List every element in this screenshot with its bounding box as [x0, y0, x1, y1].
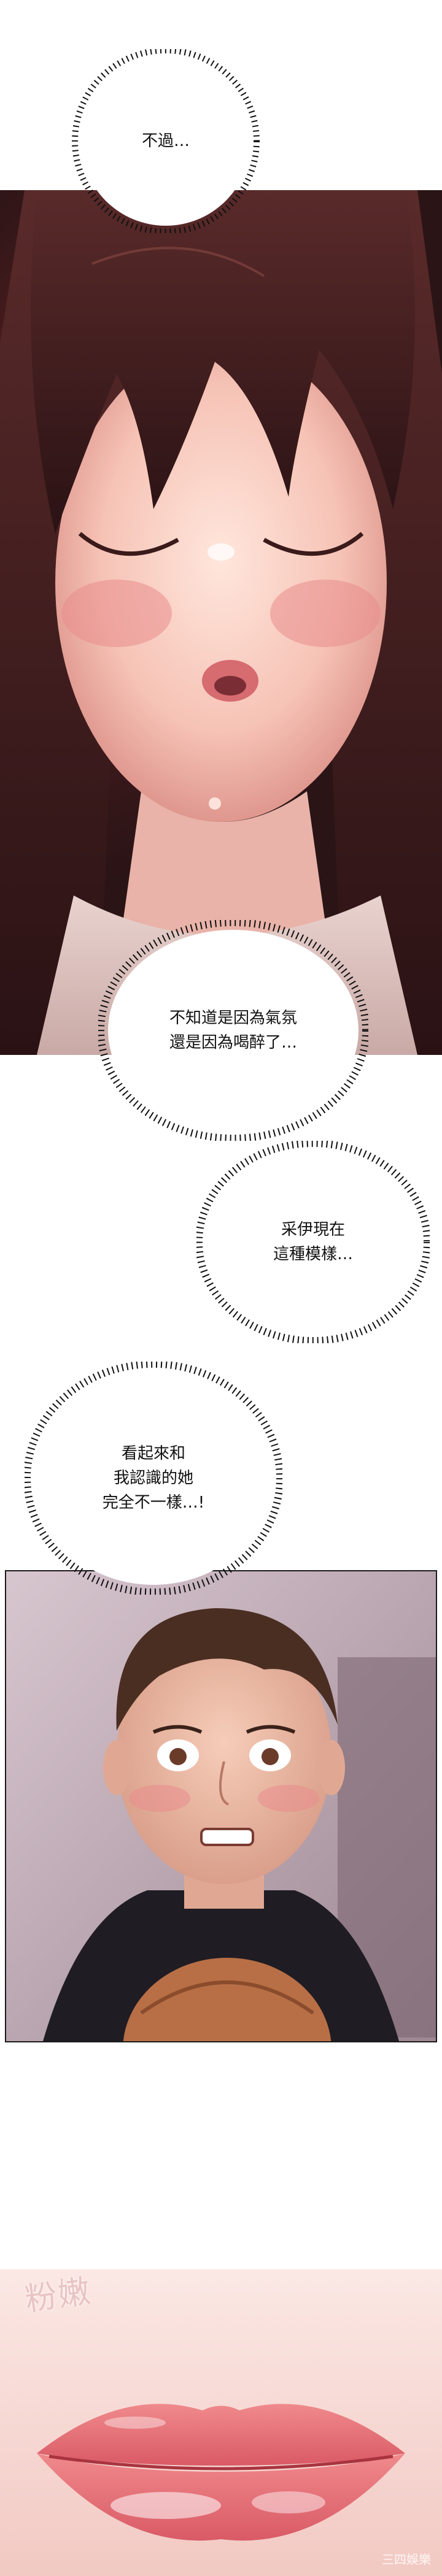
speech-text: 采伊現在 這種模樣… [273, 1221, 353, 1263]
speech-bubble-3: 采伊現在 這種模樣… [196, 1141, 430, 1343]
watermark: 三四娛樂 [382, 2552, 431, 2567]
panel-lips-closeup: 粉嫩 三四娛樂 [0, 2269, 442, 2576]
speech-text: 不知道是因為氣氛 還是因為喝醉了… [169, 1009, 297, 1052]
spiky-bubble-shape [72, 49, 260, 233]
lips-illustration [0, 2269, 442, 2576]
panel-man-face [5, 1570, 437, 2042]
speech-text: 看起來和 我認識的她 完全不一樣…! [102, 1444, 205, 1512]
spiky-bubble-shape [98, 920, 368, 1141]
speech-bubble-2: 不知道是因為氣氛 還是因為喝醉了… [98, 920, 368, 1141]
spiky-bubble-shape [25, 1362, 282, 1595]
man-illustration [6, 1571, 436, 2041]
speech-bubble-4: 看起來和 我認識的她 完全不一樣…! [25, 1362, 282, 1595]
speech-bubble-1: 不過… [61, 49, 270, 233]
spiky-bubble-shape [196, 1141, 430, 1343]
speech-text: 不過… [141, 132, 190, 150]
